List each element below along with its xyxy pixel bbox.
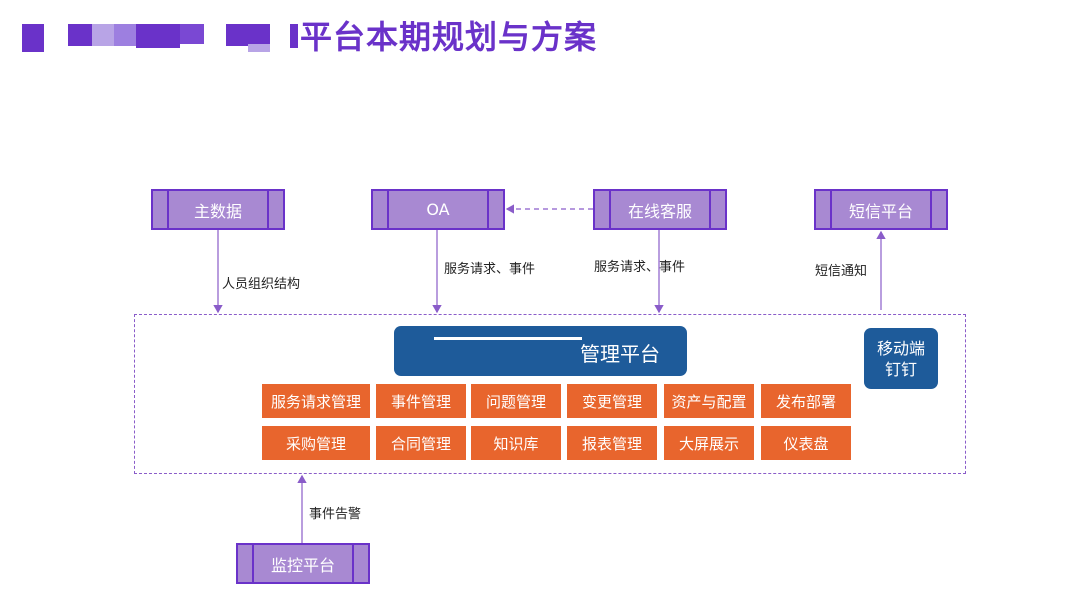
redacted-logo-block-4	[114, 24, 136, 46]
dingtalk-label: 钉钉	[884, 359, 917, 379]
mobile-dingtalk-box: 移动端 钉钉	[864, 328, 938, 389]
redacted-logo-block-7	[226, 24, 270, 46]
node-master-data: 主数据	[151, 189, 285, 230]
redacted-logo-block-5	[136, 24, 180, 48]
module-report: 报表管理	[567, 426, 657, 460]
redacted-logo-block-6	[180, 24, 204, 44]
redacted-logo-block-3	[92, 24, 114, 46]
module-change: 变更管理	[567, 384, 657, 418]
redacted-logo-block-1	[22, 24, 44, 52]
redacted-logo-block-8	[248, 44, 270, 52]
module-event: 事件管理	[376, 384, 466, 418]
platform-title: 管理平台	[580, 342, 660, 366]
node-online-service: 在线客服	[593, 189, 727, 230]
node-oa: OA	[371, 189, 505, 230]
label-org-structure: 人员组织结构	[222, 277, 301, 292]
module-contract: 合同管理	[376, 426, 466, 460]
node-oa-label: OA	[426, 200, 450, 219]
module-procurement: 采购管理	[262, 426, 370, 460]
node-monitoring-platform-label: 监控平台	[270, 555, 335, 575]
node-sms-platform: 短信平台	[814, 189, 948, 230]
label-event-alarm: 事件告警	[309, 507, 362, 522]
module-problem: 问题管理	[471, 384, 561, 418]
mobile-label: 移动端	[876, 338, 925, 358]
node-sms-platform-label: 短信平台	[848, 201, 913, 221]
module-service-request: 服务请求管理	[262, 384, 370, 418]
redacted-logo-block-9	[290, 24, 298, 48]
module-asset-config: 资产与配置	[664, 384, 754, 418]
module-knowledge-base: 知识库	[471, 426, 561, 460]
management-platform-container	[134, 314, 966, 474]
platform-name-redacted	[434, 337, 582, 372]
label-online-request: 服务请求、事件	[594, 260, 686, 275]
module-dashboard: 仪表盘	[761, 426, 851, 460]
label-oa-request: 服务请求、事件	[444, 262, 536, 277]
module-big-screen: 大屏展示	[664, 426, 754, 460]
module-release: 发布部署	[761, 384, 851, 418]
node-monitoring-platform: 监控平台	[236, 543, 370, 584]
node-master-data-label: 主数据	[193, 201, 242, 221]
redacted-logo-block-2	[68, 24, 92, 46]
node-online-service-label: 在线客服	[627, 201, 692, 221]
label-sms-notify: 短信通知	[815, 264, 868, 279]
page-title: 平台本期规划与方案	[300, 18, 598, 56]
